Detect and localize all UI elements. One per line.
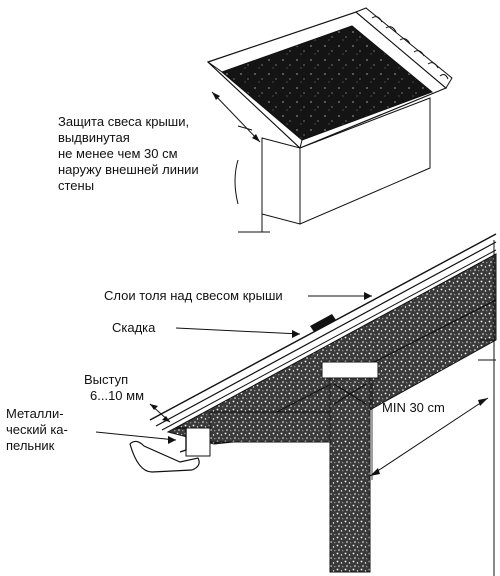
drip-label-line-2: ческий ка- xyxy=(6,422,68,437)
roof-cross-section xyxy=(95,233,497,576)
overhang-label-line-5: стены xyxy=(58,178,95,193)
roof-layers-label: Слои толя над свесом крыши xyxy=(104,288,283,303)
drip-label-line-3: пельник xyxy=(6,438,55,453)
ceiling-joist xyxy=(209,411,331,443)
overhang-label-line-4: наружу внешней линии xyxy=(58,162,199,177)
fold-leader xyxy=(175,327,301,335)
overhang-label-line-1: Защита свеса крыши, xyxy=(58,114,190,129)
drip-leader xyxy=(95,431,177,441)
overhang-label-line-3: не менее чем 30 см xyxy=(58,146,178,161)
overhang-label-line-2: выдвинутая xyxy=(58,130,130,145)
offset-label: Выступ 6...10 мм xyxy=(84,372,154,404)
wall-post xyxy=(329,371,371,573)
min-distance-label: MIN 30 cm xyxy=(382,400,445,415)
roof-front-lip xyxy=(207,61,303,149)
overhang-protection-label: Защита свеса крыши, выдвинутая не менее … xyxy=(58,114,228,194)
ridge-tiles-band xyxy=(355,7,453,89)
drip-edge xyxy=(176,427,187,453)
fold-label: Скадка xyxy=(112,320,156,335)
min-dimension-arrow xyxy=(369,397,489,477)
drip-label-line-1: Металли- xyxy=(6,406,64,421)
label-leader-curve xyxy=(234,159,239,205)
wall-front-face xyxy=(261,137,301,225)
ridge-tiles-curls xyxy=(371,16,449,80)
bracing-cross xyxy=(333,383,367,405)
wall-side-face xyxy=(299,97,431,225)
overhang-dimension-arrow xyxy=(211,91,261,143)
offset-label-line-1: Выступ xyxy=(84,372,129,387)
top-plate xyxy=(321,361,379,379)
roof-panel-isometric xyxy=(206,7,453,233)
drip-edge-label: Металли- ческий ка- пельник xyxy=(6,406,116,454)
fascia-board xyxy=(185,427,211,457)
offset-label-line-2: 6...10 мм xyxy=(90,388,145,403)
fold-strip xyxy=(310,314,336,332)
gutter xyxy=(129,440,200,473)
